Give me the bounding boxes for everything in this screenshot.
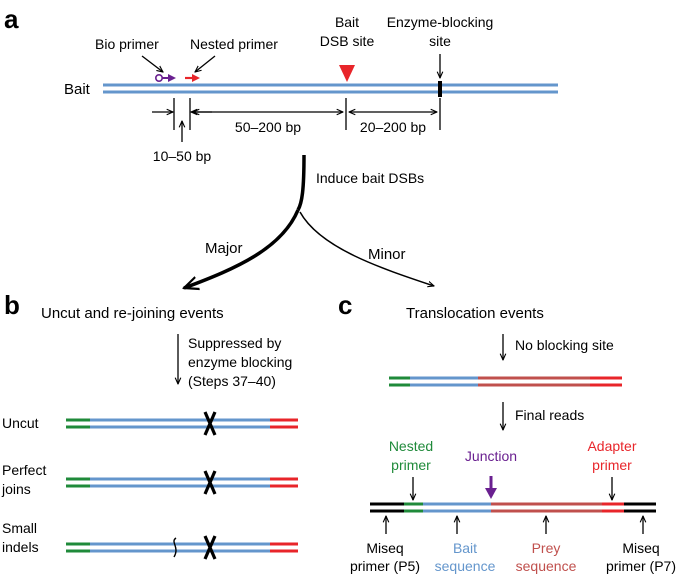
panel-c-title: Translocation events (406, 305, 544, 322)
bait-sequence-label-1: Bait (453, 540, 477, 556)
adapter-primer-label-2: primer (592, 457, 632, 473)
panel-b-letter: b (4, 290, 20, 320)
blocked-site-x-icon (203, 411, 217, 436)
dist-20-200-label: 20–200 bp (360, 119, 426, 135)
miseq-p5-label-2: primer (P5) (350, 558, 420, 574)
nested-primer-pointer (195, 55, 216, 72)
dist-10-50-label: 10–50 bp (153, 148, 212, 164)
blocked-site-x-icon (203, 470, 217, 495)
perfect-label-2: joins (1, 481, 31, 497)
indel-squiggle-icon (173, 537, 177, 558)
nested-primer-read-label-2: primer (391, 457, 431, 473)
indels-label-1: Small (2, 520, 37, 536)
induce-label: Induce bait DSBs (316, 170, 424, 186)
blocking-site-label-2: site (429, 33, 451, 49)
final-reads-label: Final reads (515, 407, 584, 423)
read-segment-pointers (386, 516, 643, 534)
bait-label: Bait (64, 81, 91, 98)
final-read-dna (370, 502, 656, 513)
suppressed-line-3: (Steps 37–40) (188, 373, 276, 389)
perfect-label-1: Perfect (2, 462, 46, 478)
small-indels-dna (66, 535, 298, 560)
major-branch-arrow (184, 209, 300, 288)
prey-sequence-label-1: Prey (532, 540, 561, 556)
miseq-p7-label-1: Miseq (622, 540, 659, 556)
uncut-label: Uncut (2, 415, 39, 431)
distance-markers (152, 98, 441, 142)
nested-primer-icon (185, 74, 200, 82)
bio-primer-label: Bio primer (95, 36, 159, 52)
suppressed-line-2: enzyme blocking (188, 354, 292, 370)
indels-label-2: indels (2, 539, 39, 555)
panel-a-letter: a (4, 4, 19, 34)
panel-b-title: Uncut and re-joining events (41, 305, 224, 322)
bait-sequence-label-2: sequence (435, 558, 496, 574)
dsb-site-icon (339, 65, 355, 82)
induce-stem (296, 154, 306, 211)
miseq-p7-label-2: primer (P7) (606, 558, 676, 574)
prey-sequence-label-2: sequence (516, 558, 577, 574)
junction-label: Junction (465, 448, 517, 464)
panel-c: c Translocation events No blocking site … (338, 290, 676, 574)
minor-label: Minor (368, 246, 406, 263)
adapter-primer-label-1: Adapter (587, 438, 636, 454)
major-label: Major (205, 240, 243, 257)
bait-dsb-label-2: DSB site (320, 33, 375, 49)
nested-primer-read-label-1: Nested (389, 438, 433, 454)
suppressed-line-1: Suppressed by (188, 335, 281, 351)
miseq-p5-label-1: Miseq (366, 540, 403, 556)
no-blocking-label: No blocking site (515, 337, 614, 353)
panel-c-letter: c (338, 290, 352, 320)
bio-primer-pointer (141, 55, 163, 72)
bio-primer-icon (155, 74, 176, 83)
panel-b: b Uncut and re-joining events Suppressed… (1, 290, 298, 560)
blocked-site-x-icon (203, 535, 217, 560)
translocation-dna (389, 376, 622, 387)
panel-a: a Bio primer Nested primer Bait DSB site… (4, 4, 558, 288)
dist-50-200-label: 50–200 bp (235, 119, 301, 135)
perfect-joins-dna (66, 470, 298, 495)
blocking-site-label-1: Enzyme-blocking (387, 14, 494, 30)
junction-arrow-icon (485, 476, 497, 499)
minor-branch-arrow (299, 211, 434, 286)
uncut-dna (66, 411, 298, 436)
bait-dsb-label-1: Bait (335, 14, 359, 30)
nested-primer-label: Nested primer (190, 36, 278, 52)
blocking-site-mark (438, 81, 442, 97)
